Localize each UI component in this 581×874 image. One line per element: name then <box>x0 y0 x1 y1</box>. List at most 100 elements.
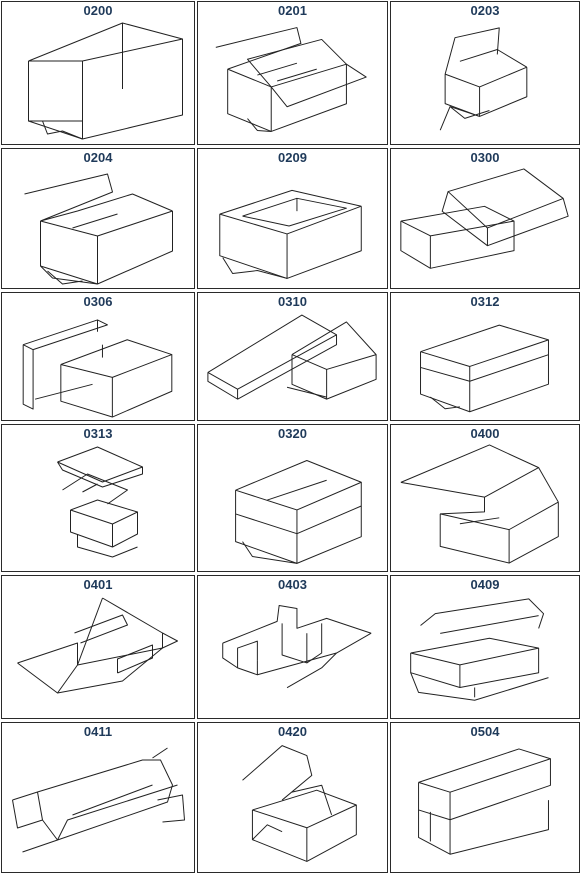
double-cover-box-line-2 <box>70 510 138 548</box>
cssc-box-line-0 <box>40 211 173 285</box>
fol-box-line-3 <box>444 27 500 75</box>
box-style-code: 0411 <box>83 724 113 739</box>
telescope-lid-box-icon <box>400 168 569 269</box>
box-style-0403: 0403 <box>197 575 388 719</box>
rsc-open-box-line-0 <box>28 60 83 122</box>
offset-flap-box-line-6 <box>222 257 288 279</box>
folder-wrap-line-4 <box>281 623 323 664</box>
rsc-flaps-open-line-2 <box>227 63 347 88</box>
folder-wrap-line-3 <box>257 632 372 676</box>
folder-wrap-line-0 <box>222 605 372 644</box>
full-telescope-box-line-3 <box>420 354 549 382</box>
box-style-code: 0420 <box>278 724 307 739</box>
box-style-code: 0401 <box>83 577 113 592</box>
rsc-open-box-line-5 <box>28 61 83 140</box>
box-style-code: 0312 <box>470 294 500 309</box>
slotted-telescope-line-5 <box>242 541 298 564</box>
tray-with-lid-line-3 <box>34 383 93 400</box>
telescope-lid-box-line-2 <box>400 205 515 237</box>
box-style-0401: 0401 <box>1 575 195 719</box>
roll-end-tray-line-4 <box>410 672 549 701</box>
box-style-0306: 0306 <box>1 292 195 421</box>
tray-with-lid-icon <box>22 319 173 418</box>
wraparound-folder-icon <box>12 747 185 853</box>
roll-end-tray-line-0 <box>410 648 540 688</box>
offset-flap-box-line-0 <box>219 206 362 279</box>
folder-hinged-lid-line-1 <box>440 497 485 515</box>
fol-box-line-5 <box>449 106 490 119</box>
double-cover-box-line-6 <box>82 483 98 493</box>
double-cover-box-icon <box>57 446 143 558</box>
cssc-box-icon <box>24 173 173 285</box>
slotted-telescope-icon <box>235 459 362 564</box>
folder-tray-line-4 <box>74 614 128 644</box>
double-cover-box-line-4 <box>70 499 138 525</box>
lid-over-tray-line-4 <box>291 354 377 370</box>
wraparound-folder-line-2 <box>42 784 178 841</box>
box-style-0204: 0204 <box>1 148 195 289</box>
lid-over-tray-line-3 <box>291 321 377 400</box>
rsc-open-box-line-4 <box>82 39 183 140</box>
rsc-flaps-open-line-4 <box>246 38 347 88</box>
box-style-code: 0504 <box>470 724 500 739</box>
cssc-box-line-4 <box>40 193 173 222</box>
folder-wrap-line-2 <box>237 640 258 668</box>
folder-tray-icon <box>17 597 178 694</box>
box-style-0420: 0420 <box>197 722 388 873</box>
rsc-flaps-open-line-6 <box>257 62 298 76</box>
slotted-telescope-line-0 <box>235 482 362 564</box>
lid-over-tray-icon <box>207 314 377 400</box>
slide-sleeve-box-line-2 <box>449 758 551 821</box>
offset-flap-box-line-2 <box>219 205 362 235</box>
wraparound-folder-line-6 <box>72 784 153 816</box>
folder-wrap-line-6 <box>286 652 337 689</box>
box-style-0209: 0209 <box>197 148 388 289</box>
box-style-0310: 0310 <box>197 292 388 421</box>
tray-with-lid-line-6 <box>60 339 173 378</box>
double-cover-box-line-0 <box>57 446 143 483</box>
lid-over-tray-line-0 <box>207 314 338 400</box>
box-style-code: 0310 <box>278 294 307 309</box>
folder-tray-line-2 <box>17 647 163 694</box>
box-style-code: 0306 <box>83 294 113 309</box>
rsc-flaps-open-icon <box>215 27 367 132</box>
box-style-0320: 0320 <box>197 424 388 572</box>
tray-with-lid-line-0 <box>22 344 34 410</box>
cssc-box-line-2 <box>40 210 173 237</box>
folder-hinged-lid-line-6 <box>459 517 500 525</box>
telescope-lid-box-line-0 <box>400 221 515 269</box>
tray-with-lid-line-4 <box>60 354 173 418</box>
box-style-0300: 0300 <box>390 148 580 289</box>
slotted-telescope-line-3 <box>235 505 362 535</box>
wraparound-folder-line-0 <box>12 791 43 829</box>
folder-hinged-lid-line-2 <box>439 502 559 564</box>
full-telescope-box-line-4 <box>430 396 460 410</box>
box-style-code: 0201 <box>278 3 307 18</box>
rsc-open-box-icon <box>28 22 183 140</box>
folder-hinged-lid-icon <box>400 444 559 564</box>
mailer-box-line-0 <box>242 745 313 801</box>
roll-end-tray-line-2 <box>410 637 540 666</box>
folder-hinged-lid-line-5 <box>538 467 559 503</box>
box-style-code: 0300 <box>470 150 500 165</box>
folder-wrap-line-1 <box>222 643 258 676</box>
folder-tray-line-1 <box>77 597 103 666</box>
box-style-code: 0313 <box>83 426 113 441</box>
fol-box-line-4 <box>439 106 480 131</box>
mailer-box-line-3 <box>252 789 357 829</box>
slide-sleeve-box-line-0 <box>418 781 451 821</box>
roll-end-tray-line-3 <box>420 598 545 629</box>
rsc-flaps-open-line-0 <box>227 64 347 132</box>
box-style-code: 0204 <box>83 150 113 165</box>
slotted-telescope-line-2 <box>235 459 362 511</box>
rsc-flaps-open-line-7 <box>277 68 317 82</box>
double-cover-box-line-1 <box>57 461 143 488</box>
wraparound-folder-line-1 <box>37 759 173 841</box>
offset-flap-box-icon <box>219 189 362 279</box>
double-cover-box-line-7 <box>77 534 138 558</box>
double-cover-box-line-5 <box>62 473 128 505</box>
full-telescope-box-icon <box>420 324 549 413</box>
box-style-0400: 0400 <box>390 424 580 572</box>
rsc-flaps-open-line-3 <box>215 27 302 70</box>
